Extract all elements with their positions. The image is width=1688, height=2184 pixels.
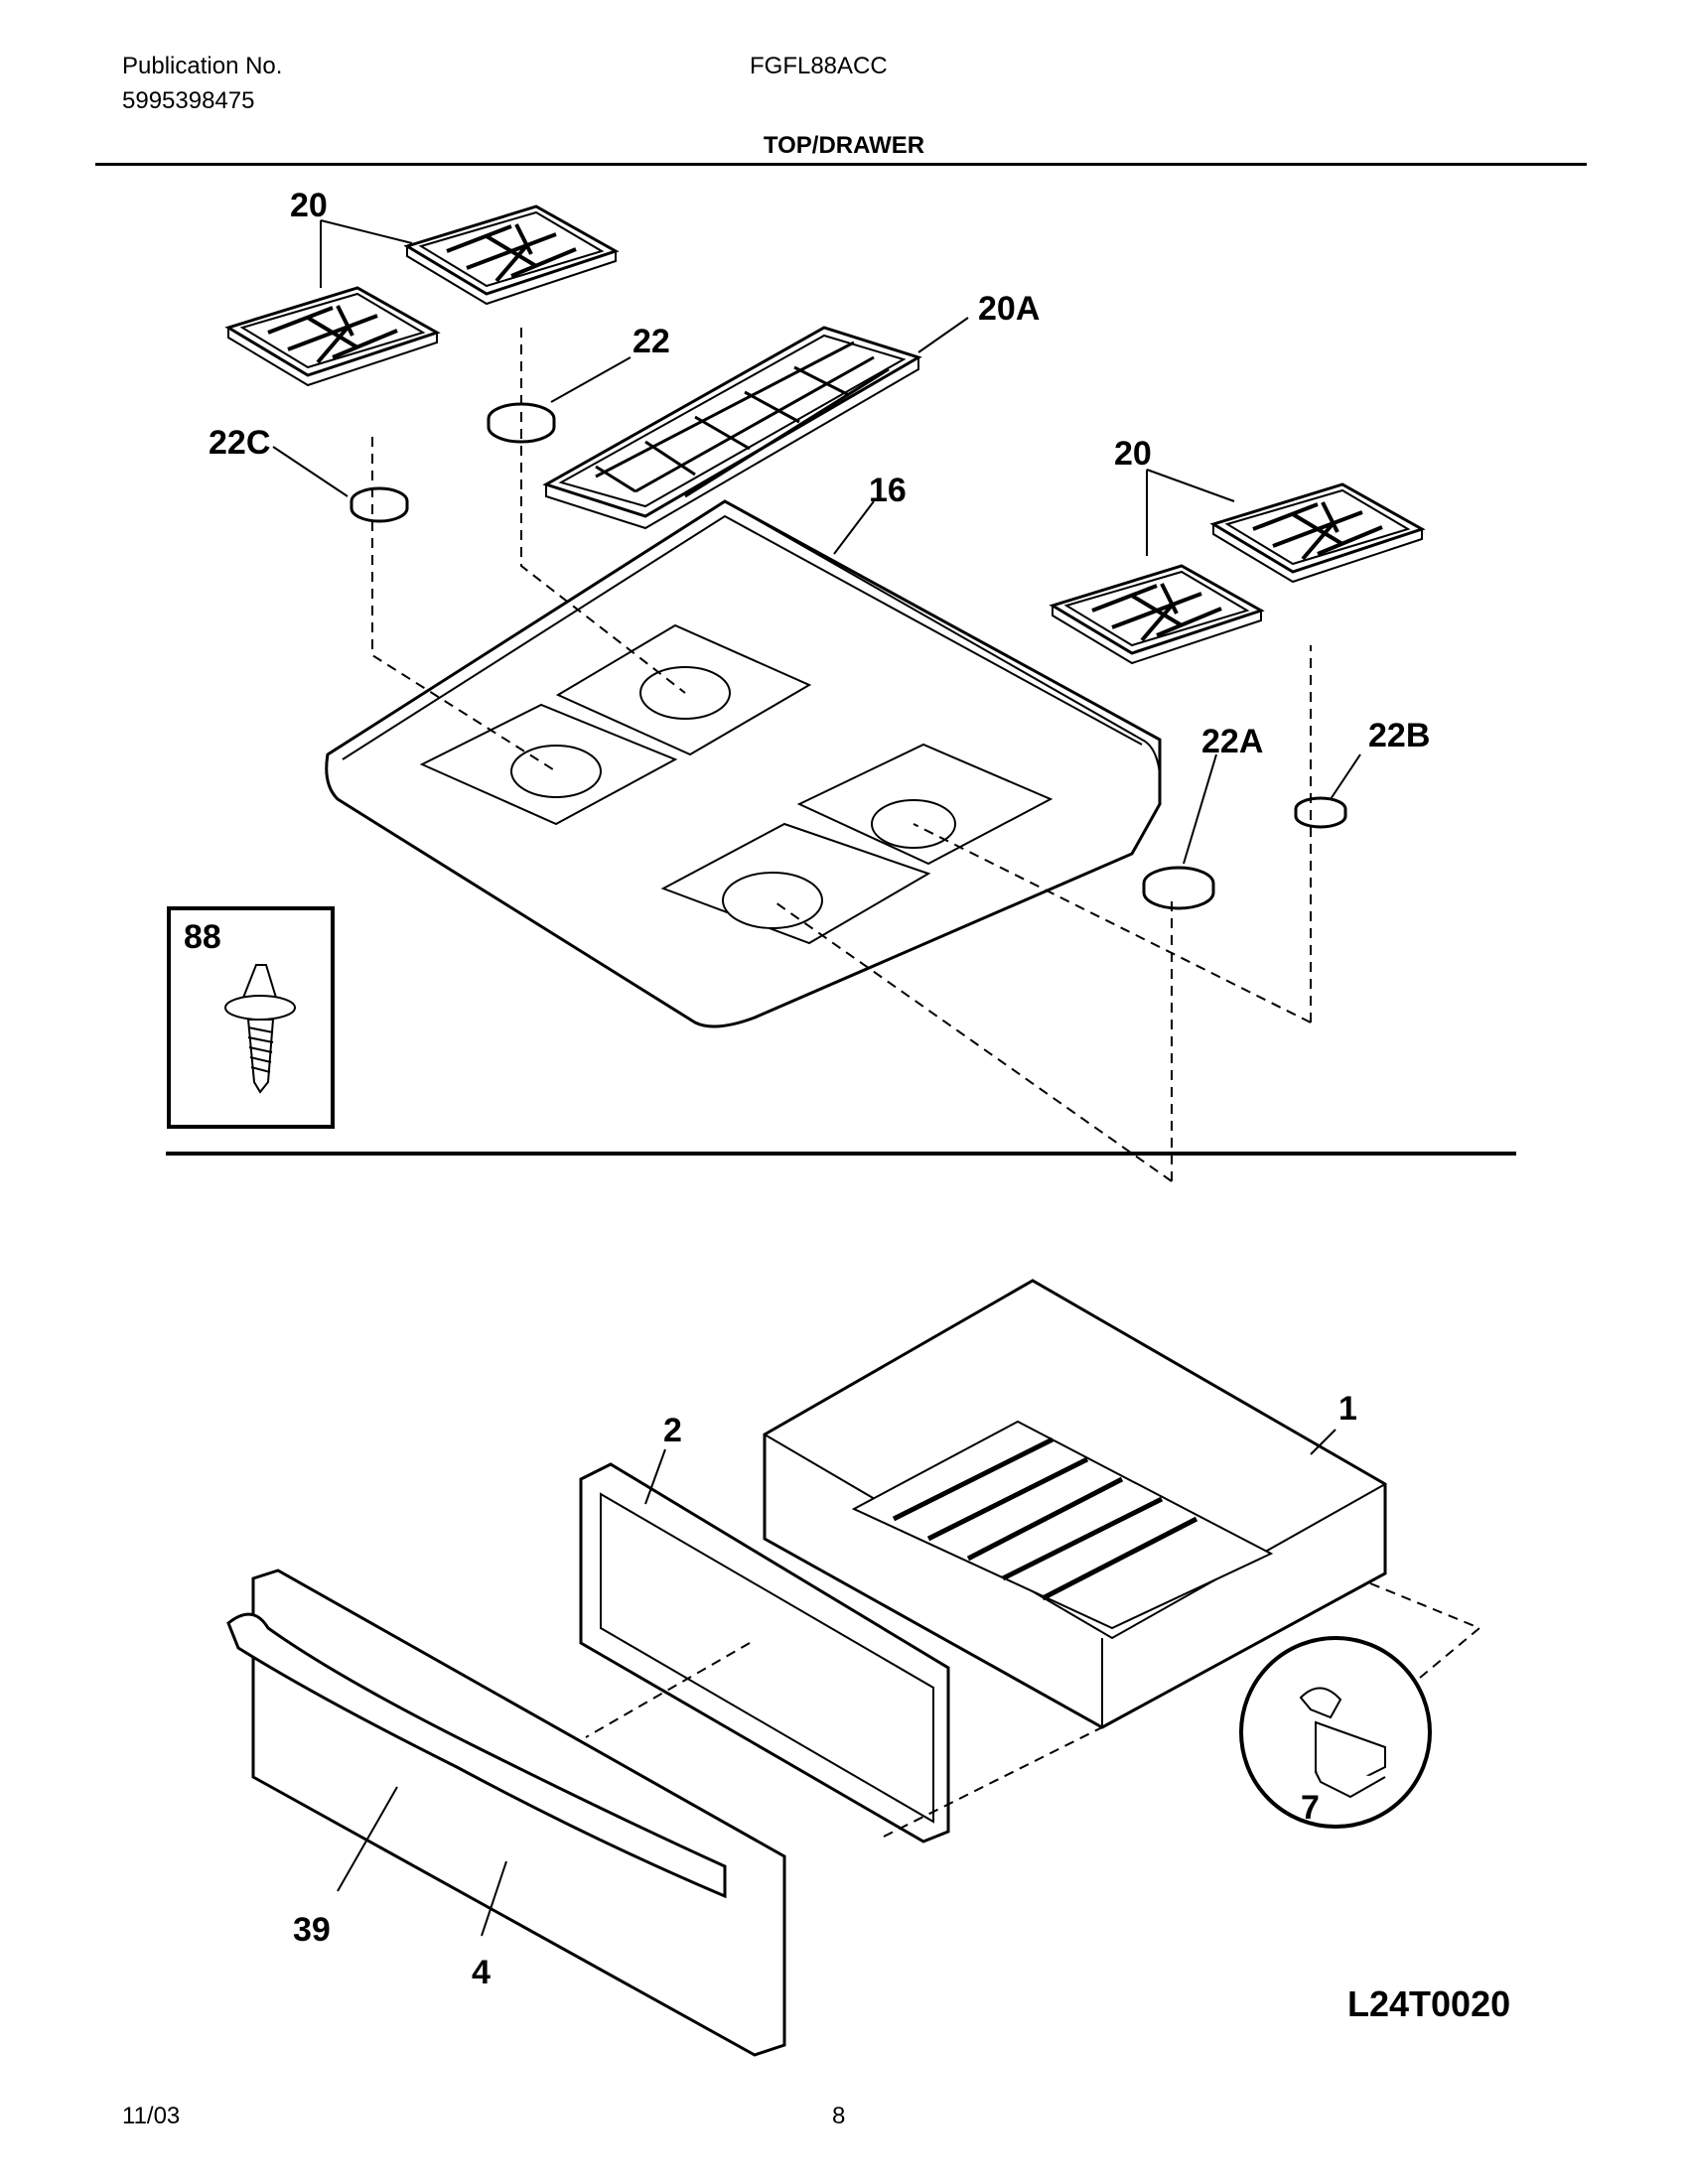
- header-rule: [95, 163, 1587, 166]
- leader-lines-top: [272, 219, 1361, 865]
- publication-number: 5995398475: [122, 87, 255, 114]
- cooktop-main-top: [325, 499, 1162, 1028]
- callout-88: 88: [184, 918, 221, 956]
- clip-icon: [1299, 1687, 1386, 1799]
- leader-lines-drawer: [337, 1429, 1336, 1937]
- publication-label: Publication No.: [122, 53, 283, 79]
- footer-date: 11/03: [122, 2103, 181, 2129]
- alignment-lines: [371, 328, 1312, 1182]
- grate-right-pair: [1051, 482, 1424, 665]
- callout-7: 7: [1301, 1789, 1320, 1827]
- callout-16: 16: [869, 472, 907, 509]
- screw-inset-box: [167, 906, 335, 1129]
- page-number: 8: [832, 2103, 846, 2129]
- callout-2: 2: [663, 1412, 682, 1449]
- section-title: TOP/DRAWER: [763, 132, 925, 159]
- callout-20A: 20A: [978, 290, 1040, 328]
- callout-22A: 22A: [1201, 723, 1263, 760]
- alignment-lines-drawer: [585, 1582, 1481, 1838]
- slide-clip-inset: [1239, 1636, 1432, 1829]
- callout-22C: 22C: [209, 424, 270, 462]
- screw-icon: [224, 964, 296, 1094]
- drawer-handle: [226, 1612, 727, 1899]
- callout-20-right: 20: [1114, 435, 1152, 473]
- diagram-code: L24T0020: [1347, 1983, 1511, 2024]
- callout-1: 1: [1338, 1390, 1357, 1428]
- callout-22: 22: [633, 323, 670, 360]
- drawer-inner-panel: [579, 1462, 950, 1843]
- model-number: FGFL88ACC: [750, 53, 888, 79]
- callout-4: 4: [472, 1954, 491, 1991]
- callout-20-left: 20: [290, 187, 328, 224]
- grate-center: [542, 326, 922, 530]
- section-divider: [166, 1152, 1516, 1156]
- callout-39: 39: [293, 1911, 331, 1949]
- callout-22B: 22B: [1368, 717, 1430, 754]
- grate-left-pair: [226, 205, 618, 387]
- drawer-body: [763, 1279, 1387, 1729]
- drawer-front: [251, 1569, 786, 2057]
